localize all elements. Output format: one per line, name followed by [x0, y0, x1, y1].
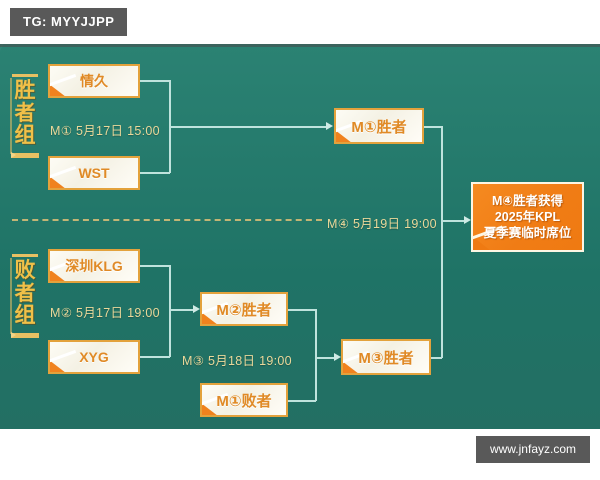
result-box-m1-winner[interactable]: M①胜者	[334, 108, 424, 144]
prize-line-1: M④胜者获得	[492, 194, 563, 208]
prize-line-2: 2025年KPL	[494, 210, 561, 224]
result-box-m1-loser[interactable]: M①败者	[200, 383, 288, 417]
connector-m1loser-out	[288, 400, 316, 402]
winners-label-bottom-bar	[11, 152, 39, 159]
losers-label-char-1: 败	[14, 259, 36, 282]
arrow-to-m1-winner-icon	[326, 121, 333, 130]
corner-notch-icon	[202, 312, 218, 324]
corner-notch-icon	[343, 361, 359, 373]
match-caption-m4: M④ 5月19日 19:00	[327, 217, 437, 231]
connector-xyg-out	[140, 356, 170, 358]
prize-line-3: 夏季赛临时席位	[483, 226, 572, 240]
connector-w1-to-winner	[169, 126, 327, 128]
winners-label-side-rule	[10, 78, 12, 155]
winners-label-char-3: 组	[14, 124, 36, 148]
corner-notch-icon	[50, 176, 66, 188]
result-label: M①败者	[216, 392, 272, 410]
connector-klg-out	[140, 265, 170, 267]
corner-notch-icon	[336, 130, 352, 142]
losers-label-side-rule	[10, 258, 12, 335]
losers-group-label: 败 者 组	[8, 254, 42, 339]
match-caption-m2: M② 5月17日 19:00	[50, 306, 160, 320]
losers-label-bottom-bar	[11, 332, 39, 339]
corner-notch-icon	[473, 236, 491, 250]
team-name: WST	[78, 165, 110, 181]
tournament-board: 胜 者 组 败 者 组 情久 WST	[0, 44, 600, 429]
result-label: M③胜者	[358, 349, 414, 367]
team-name: 情久	[80, 73, 108, 89]
winners-label-text: 胜 者 组	[14, 79, 36, 148]
corner-notch-icon	[50, 360, 66, 372]
arrow-to-m2-winner-icon	[193, 304, 200, 313]
bracket-divider	[12, 219, 322, 221]
connector-qingjiu-out	[140, 80, 170, 82]
connector-final-spine	[441, 126, 443, 358]
winners-label-char-1: 胜	[14, 79, 36, 102]
losers-label-char-3: 组	[14, 304, 36, 328]
team-box-shenzhen-klg[interactable]: 深圳KLG	[48, 249, 140, 283]
corner-notch-icon	[50, 269, 66, 281]
losers-label-text: 败 者 组	[14, 259, 36, 328]
connector-final-out	[441, 220, 465, 222]
winners-group-label: 胜 者 组	[8, 74, 42, 159]
final-prize-box[interactable]: M④胜者获得 2025年KPL 夏季赛临时席位	[471, 182, 584, 252]
team-box-qingjiu[interactable]: 情久	[48, 64, 140, 98]
connector-l2-spine	[315, 309, 317, 401]
connector-m1winner-out	[424, 126, 442, 128]
team-box-xyg[interactable]: XYG	[48, 340, 140, 374]
winners-label-char-2: 者	[14, 101, 36, 125]
connector-l1-spine	[169, 265, 171, 357]
winners-label-top-bar	[12, 74, 38, 77]
telegram-watermark-tag: TG: MYYJJPP	[10, 8, 128, 36]
connector-wst-out	[140, 172, 170, 174]
team-name: XYG	[79, 349, 109, 365]
result-box-m3-winner[interactable]: M③胜者	[341, 339, 431, 375]
result-box-m2-winner[interactable]: M②胜者	[200, 292, 288, 326]
match-caption-m3: M③ 5月18日 19:00	[182, 354, 292, 368]
arrow-to-final-icon	[464, 215, 471, 224]
team-name: 深圳KLG	[65, 258, 123, 274]
site-watermark: www.jnfayz.com	[475, 436, 590, 463]
corner-notch-icon	[50, 84, 66, 96]
losers-label-top-bar	[12, 254, 38, 257]
result-label: M①胜者	[351, 118, 407, 136]
arrow-to-m3-winner-icon	[334, 352, 341, 361]
connector-l1-to-winner	[169, 309, 194, 311]
connector-m2winner-out	[288, 309, 316, 311]
match-caption-m1: M① 5月17日 15:00	[50, 124, 160, 138]
team-box-wst[interactable]: WST	[48, 156, 140, 190]
result-label: M②胜者	[216, 301, 272, 319]
board-top-edge	[0, 44, 600, 47]
corner-notch-icon	[202, 403, 218, 415]
losers-label-char-2: 者	[14, 281, 36, 305]
connector-l2-to-winner	[315, 357, 335, 359]
